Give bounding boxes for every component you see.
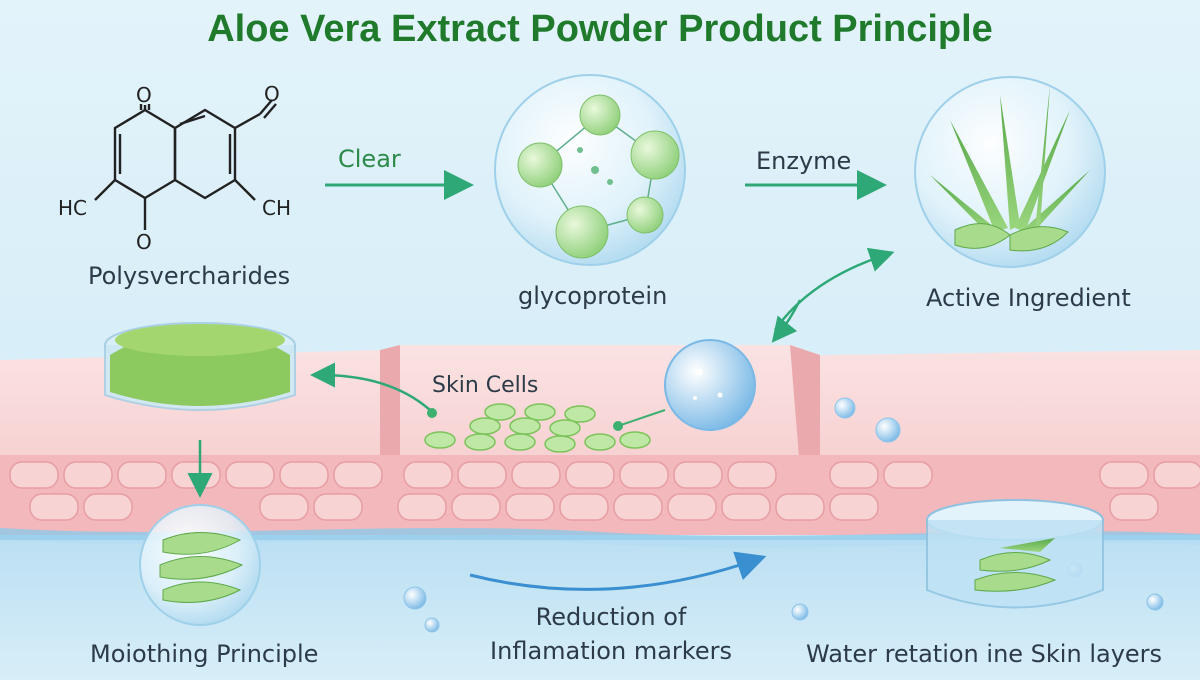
skin-cells-label: Skin Cells [432,373,539,398]
molecule-structure [94,99,277,230]
cell-marker-dot [427,408,437,418]
glycoprotein-bubble [494,74,686,266]
water-bubble [664,339,756,431]
smoothing-bubble [139,504,261,626]
arrow-to-skin [771,299,802,343]
atom-o-top: O [136,83,152,107]
connector-line [617,409,666,427]
page-title: Aloe Vera Extract Powder Product Princip… [207,8,993,50]
active-ingredient-label: Active Ingredient [926,284,1131,312]
arrow-reduction [469,551,767,591]
atom-hc-left: HC [58,196,88,220]
reduction-line-2: Inflamation markers [490,637,732,665]
smoothing-principle-label: Moiothing Principle [90,640,319,668]
atom-ch-right: CH [262,196,292,220]
water-retention-label: Water retation ine Skin layers [806,640,1163,668]
atom-o-aldehyde: O [264,82,280,106]
reduction-label: Reduction of Inflamation markers [486,600,736,668]
water-dish [926,499,1104,609]
clear-label: Clear [338,145,401,173]
arrow-to-dish [310,362,431,411]
reduction-line-1: Reduction of [535,603,687,631]
water-droplets [403,397,1164,633]
skin-cells-cluster [424,403,651,453]
enzyme-label: Enzyme [756,147,852,175]
aloe-plant-bubble [914,76,1106,268]
polysaccharides-label: Polysvercharides [88,262,291,290]
atom-o-bottom: O [136,230,152,254]
glycoprotein-label: glycoprotein [518,282,668,310]
powder-dish [104,322,296,411]
